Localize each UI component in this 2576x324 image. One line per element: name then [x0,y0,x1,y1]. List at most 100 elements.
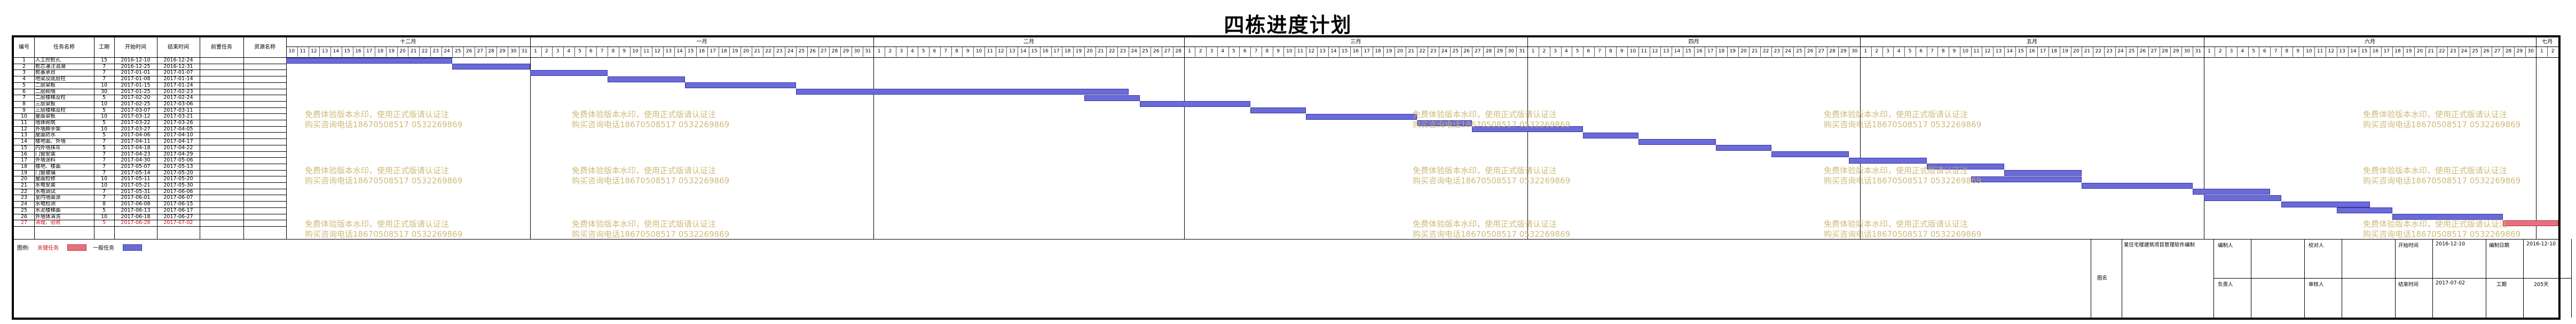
day-label: 23 [1120,49,1126,54]
column-divider [34,37,35,239]
task-bar[interactable] [1139,101,1251,107]
day-tick [1117,47,1118,57]
day-label: 2 [1542,49,1546,54]
task-cell: 2017-03-11 [163,107,193,113]
task-bar[interactable] [608,76,686,82]
task-cell [245,113,285,120]
day-label: 2 [1875,49,1879,54]
day-tick [2037,47,2038,57]
task-bar[interactable] [2281,201,2370,207]
task-bar[interactable] [1638,138,1716,145]
task-bar[interactable] [2192,189,2271,195]
day-label: 1 [877,49,881,54]
day-label: 4 [1897,49,1901,54]
day-label: 18 [2051,49,2058,54]
watermark-line: 购买咨询电话18670508517 0532269869 [2363,229,2521,239]
day-tick [2381,47,2382,57]
day-label: 12 [1984,49,1991,54]
row-divider [14,207,286,208]
day-label: 19 [2405,49,2412,54]
footer-value: 2017-07-02 [2436,280,2465,287]
task-bar[interactable] [1306,113,1417,120]
day-label: 31 [2195,49,2201,54]
task-bar[interactable] [1716,145,1771,151]
task-bar[interactable] [1416,120,1472,126]
day-tick [1993,47,1994,57]
task-bar[interactable] [685,82,796,89]
task-bar[interactable] [2004,170,2082,176]
day-label: 26 [2483,49,2490,54]
day-label: 7 [944,49,948,54]
task-bar[interactable] [530,70,608,76]
watermark-line: 免费体验版本水印，使用正式版请认证注 [1413,219,1557,229]
day-tick [629,47,631,57]
table-bottom-line [14,238,2558,240]
watermark-line: 免费体验版本水印，使用正式版请认证注 [2363,110,2508,119]
day-tick [2026,47,2027,57]
task-cell: 2017-01-25 [121,88,151,95]
task-bar[interactable] [1771,151,1849,157]
watermark-line: 购买咨询电话18670508517 0532269869 [1413,176,1571,186]
task-cell: 10 [100,176,108,182]
day-label: 22 [1762,49,1769,54]
column-header: 工期 [99,44,109,50]
task-cell [201,89,242,95]
task-bar[interactable] [1583,132,1638,138]
task-cell: 2016-12-31 [163,63,193,70]
day-tick [1738,47,1739,57]
day-label: 29 [1840,49,1847,54]
task-bar[interactable] [796,89,1129,95]
day-tick [2004,47,2005,57]
day-tick [1893,47,1894,57]
day-label: 19 [732,49,738,54]
day-tick [2403,47,2404,57]
task-cell: 2017-07-02 [163,220,193,226]
day-label: 2 [1199,49,1202,54]
task-bar[interactable] [2082,182,2193,189]
day-tick [984,47,985,57]
task-cell [245,126,285,133]
day-label: 13 [1319,49,1326,54]
task-cell: 2016-12-24 [163,57,193,63]
task-bar[interactable] [286,57,453,64]
task-bar[interactable] [1926,164,2004,170]
task-bar[interactable] [1084,95,1140,101]
day-label: 3 [900,49,903,54]
task-bar[interactable] [2336,207,2392,214]
day-tick [596,47,597,57]
day-label: 21 [754,49,761,54]
task-cell: 7 [102,63,106,70]
task-cell: 2017-03-26 [163,120,193,126]
day-label: 14 [1674,49,1681,54]
task-cell [245,82,285,89]
task-cell: 2017-02-24 [163,95,193,101]
day-label: 24 [1441,49,1448,54]
task-bar[interactable] [1849,157,1927,164]
task-bar[interactable] [1472,126,1584,133]
task-cell [245,107,285,114]
footer-value: 2016-12-10 [2526,241,2556,247]
day-tick [685,47,686,57]
task-bar[interactable] [2392,214,2503,220]
task-bar[interactable] [1971,176,2082,182]
task-cell: 26 [20,213,28,220]
task-name: 水电检测 [35,201,56,207]
task-name: 屋面防水 [35,132,56,138]
month-divider [1184,37,1185,239]
task-bar[interactable] [2203,195,2281,201]
day-label: 24 [444,49,450,54]
task-bar[interactable] [2503,220,2558,226]
watermark-line: 免费体验版本水印，使用正式版请认证注 [305,166,450,175]
day-tick [729,47,730,57]
task-cell: 7 [102,70,106,76]
task-bar[interactable] [1250,107,1306,114]
day-label: 28 [2162,49,2168,54]
task-cell: 2017-06-13 [121,207,151,213]
day-label: 29 [2173,49,2179,54]
task-bar[interactable] [452,64,530,70]
watermark: 免费体验版本水印，使用正式版请认证注购买咨询电话18670508517 0532… [305,166,462,186]
task-cell: 10 [100,82,108,88]
day-tick [2480,47,2482,57]
day-label: 16 [2372,49,2379,54]
watermark: 免费体验版本水印，使用正式版请认证注购买咨询电话18670508517 0532… [1413,166,1570,186]
